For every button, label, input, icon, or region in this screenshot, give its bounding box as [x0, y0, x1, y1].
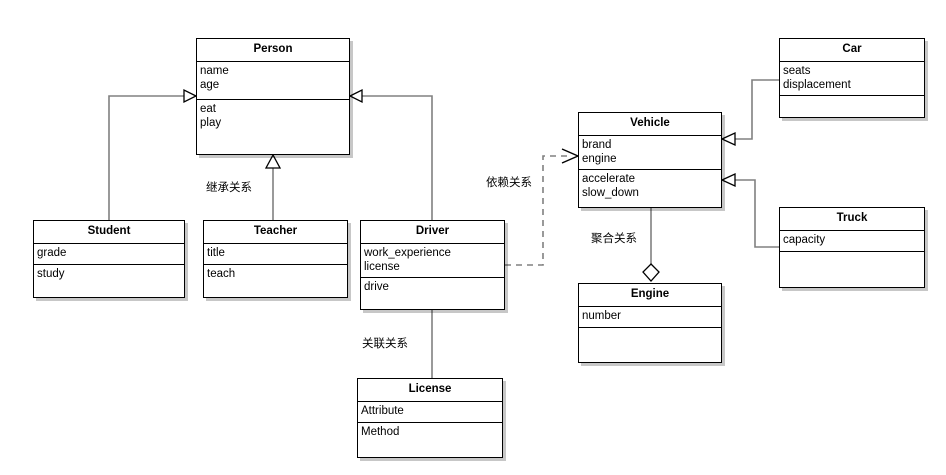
label-inheritance: 继承关系: [206, 182, 252, 194]
class-member: work_experience: [364, 246, 451, 259]
class-attributes-teacher: title: [204, 243, 347, 265]
class-member: seats: [783, 64, 811, 77]
class-member: Method: [361, 425, 400, 438]
class-attributes-driver: work_experience license: [361, 243, 504, 278]
class-member: teach: [207, 267, 236, 280]
uml-class-vehicle[interactable]: Vehicle brand engine accelerate slow_dow…: [578, 112, 722, 208]
class-member: accelerate: [582, 172, 636, 185]
class-member: grade: [37, 246, 67, 259]
class-title-vehicle: Vehicle: [579, 113, 721, 136]
class-title-engine: Engine: [579, 284, 721, 307]
class-attributes-student: grade: [34, 243, 184, 265]
uml-class-person[interactable]: Person name age eat play: [196, 38, 350, 155]
class-methods-student: study: [34, 264, 184, 284]
class-member: age: [200, 79, 220, 91]
uml-class-teacher[interactable]: Teacher title teach: [203, 220, 348, 298]
class-title-driver: Driver: [361, 221, 504, 244]
uml-class-student[interactable]: Student grade study: [33, 220, 185, 298]
class-member: slow_down: [582, 187, 639, 199]
class-methods-car: [780, 95, 924, 101]
class-member: engine: [582, 153, 617, 165]
class-member: drive: [364, 280, 389, 293]
edge-student-person[interactable]: [108, 88, 203, 220]
class-methods-driver: drive: [361, 277, 504, 297]
uml-class-license[interactable]: License Attribute Method: [357, 378, 503, 458]
class-methods-engine: [579, 327, 721, 333]
label-aggregation: 聚合关系: [591, 233, 637, 245]
class-title-license: License: [358, 379, 502, 402]
class-title-car: Car: [780, 39, 924, 62]
uml-class-driver[interactable]: Driver work_experience license drive: [360, 220, 505, 310]
class-attributes-person: name age: [197, 61, 349, 100]
edge-car-vehicle[interactable]: [720, 79, 779, 147]
class-title-teacher: Teacher: [204, 221, 347, 244]
class-title-person: Person: [197, 39, 349, 62]
class-methods-vehicle: accelerate slow_down: [579, 169, 721, 204]
class-member: capacity: [783, 233, 826, 246]
edge-teacher-person[interactable]: [264, 153, 282, 220]
uml-class-car[interactable]: Car seats displacement: [779, 38, 925, 118]
class-member: title: [207, 246, 225, 259]
class-member: play: [200, 117, 222, 129]
class-member: number: [582, 309, 621, 322]
class-member: name: [200, 64, 229, 77]
class-member: study: [37, 267, 65, 280]
class-methods-license: Method: [358, 422, 502, 442]
edge-truck-vehicle[interactable]: [720, 172, 779, 248]
class-member: license: [364, 261, 400, 273]
uml-class-engine[interactable]: Engine number: [578, 283, 722, 363]
class-attributes-car: seats displacement: [780, 61, 924, 96]
class-methods-teacher: teach: [204, 264, 347, 284]
class-attributes-vehicle: brand engine: [579, 135, 721, 170]
class-attributes-license: Attribute: [358, 401, 502, 423]
label-dependency: 依赖关系: [486, 177, 532, 189]
class-attributes-engine: number: [579, 306, 721, 328]
class-member: eat: [200, 102, 216, 115]
edge-vehicle-engine[interactable]: [642, 208, 660, 282]
class-member: Attribute: [361, 404, 404, 417]
class-methods-person: eat play: [197, 99, 349, 134]
class-title-student: Student: [34, 221, 184, 244]
label-association: 关联关系: [362, 338, 408, 350]
uml-class-truck[interactable]: Truck capacity: [779, 207, 925, 288]
edge-driver-vehicle[interactable]: [505, 148, 580, 266]
class-member: brand: [582, 138, 612, 151]
class-member: displacement: [783, 79, 851, 91]
class-title-truck: Truck: [780, 208, 924, 231]
edge-driver-person[interactable]: [344, 88, 433, 220]
class-methods-truck: [780, 251, 924, 257]
class-attributes-truck: capacity: [780, 230, 924, 252]
